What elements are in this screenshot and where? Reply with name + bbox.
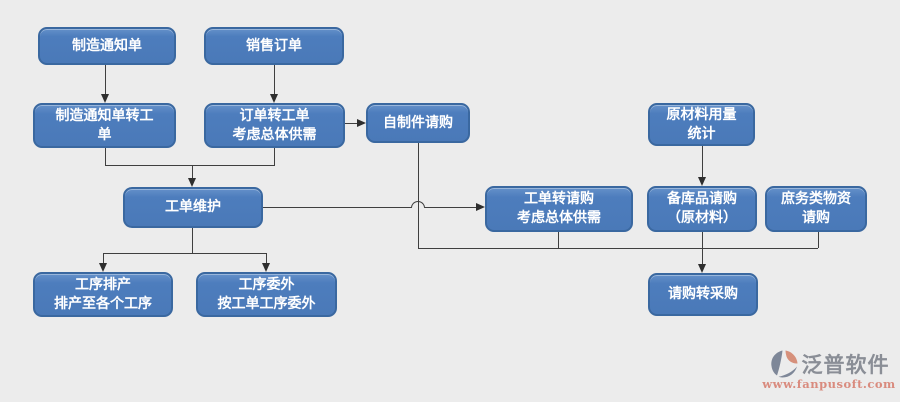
fanpu-logo-icon (770, 350, 797, 378)
connector-line (345, 123, 357, 124)
connector-line (558, 232, 559, 248)
node-process-scheduling: 工序排产 排产至各个工序 (33, 272, 173, 317)
fanpu-logo: 泛普软件 www.fanpusoft.com (762, 349, 896, 391)
connector-line (103, 253, 266, 254)
arrowhead-icon (357, 118, 366, 127)
connector-line (105, 65, 106, 96)
connector-line (192, 228, 193, 253)
node-sales-order: 销售订单 (204, 27, 344, 65)
node-notice-to-workorder: 制造通知单转工 单 (33, 103, 176, 148)
node-requisition-to-purchase: 请购转采购 (648, 273, 758, 316)
connector-line (105, 148, 106, 165)
connector-line (105, 165, 275, 166)
connector-line (702, 232, 703, 265)
connector-line (274, 148, 275, 165)
connector-line (702, 146, 703, 178)
node-self-made-requisition: 自制件请购 (366, 103, 470, 143)
connector-line (418, 143, 419, 248)
arrowhead-icon (697, 177, 706, 186)
fanpu-logo-url: www.fanpusoft.com (762, 377, 896, 391)
connector-line (818, 232, 819, 248)
connector-line (103, 253, 104, 264)
connector-line (274, 65, 275, 96)
connector-line (425, 207, 476, 208)
arrowhead-icon (261, 263, 270, 272)
connector-line (266, 253, 267, 264)
node-raw-material-usage: 原材料用量 统计 (648, 103, 755, 146)
node-stock-requisition: 备库品请购 （原材料） (647, 186, 757, 232)
arrowhead-icon (269, 94, 278, 103)
node-workorder-to-requisition: 工单转请购 考虑总体供需 (485, 186, 633, 232)
node-process-outsourcing: 工序委外 按工单工序委外 (196, 272, 337, 317)
arrowhead-icon (187, 178, 196, 187)
fanpu-logo-name: 泛普软件 (801, 353, 890, 377)
connector-line (263, 207, 411, 208)
arrowhead-icon (100, 94, 109, 103)
node-order-to-workorder: 订单转工单 考虑总体供需 (204, 103, 345, 148)
node-manufacture-notice: 制造通知单 (38, 27, 176, 65)
node-workorder-maintenance: 工单维护 (123, 187, 263, 228)
arrowhead-icon (98, 263, 107, 272)
node-general-material-requisition: 庶务类物资 请购 (765, 186, 867, 232)
connector-bus-line (418, 248, 818, 249)
arrowhead-icon (697, 264, 706, 273)
connector-line (192, 165, 193, 179)
arrowhead-icon (476, 202, 485, 211)
